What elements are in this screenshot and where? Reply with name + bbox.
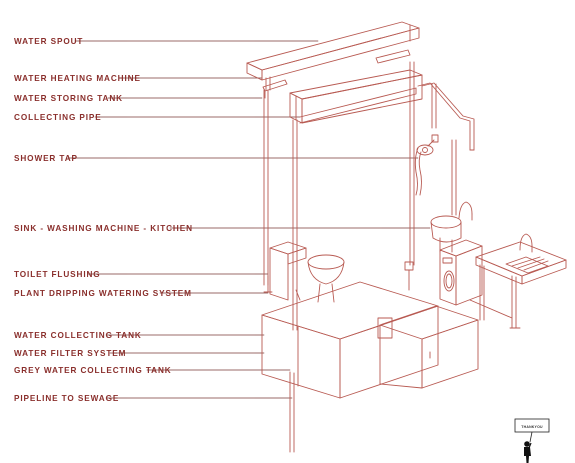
grey-water-collecting-tank (379, 305, 479, 389)
frame-posts (263, 61, 457, 331)
label-water-storing-tank: WATER STORING TANK (14, 94, 123, 103)
kitchen-counter (469, 233, 567, 329)
pipeline-to-sewage (289, 371, 295, 453)
water-heating-machine (262, 49, 411, 99)
water-storing-tank (289, 69, 423, 124)
label-pipeline-to-sewage: PIPELINE TO SEWAGE (14, 394, 120, 403)
label-collecting-pipe: COLLECTING PIPE (14, 113, 102, 122)
leader-lines (67, 40, 431, 399)
shower-tap (414, 134, 439, 196)
washing-machine (439, 239, 483, 306)
person-figure-icon (524, 441, 532, 463)
sink (430, 201, 473, 253)
water-spout (246, 21, 420, 91)
label-water-collecting-tank: WATER COLLECTING TANK (14, 331, 142, 340)
label-water-spout: WATER SPOUT (14, 37, 84, 46)
label-plant-dripping-watering-system: PLANT DRIPPING WATERING SYSTEM (14, 289, 192, 298)
water-collecting-tank (261, 281, 439, 399)
label-toilet-flushing: TOILET FLUSHING (14, 270, 101, 279)
toilet (269, 241, 345, 303)
label-shower-tap: SHOWER TAP (14, 154, 78, 163)
label-water-heating-machine: WATER HEATING MACHINE (14, 74, 141, 83)
sign-text: THANKYOU (521, 425, 543, 429)
plant-dripping-system (263, 261, 414, 293)
collecting-pipe (299, 82, 475, 151)
label-sink-washing-machine-kitchen: SINK - WASHING MACHINE - KITCHEN (14, 224, 193, 233)
label-water-filter-system: WATER FILTER SYSTEM (14, 349, 127, 358)
label-grey-water-collecting-tank: GREY WATER COLLECTING TANK (14, 366, 172, 375)
thankyou-sign (514, 418, 550, 443)
